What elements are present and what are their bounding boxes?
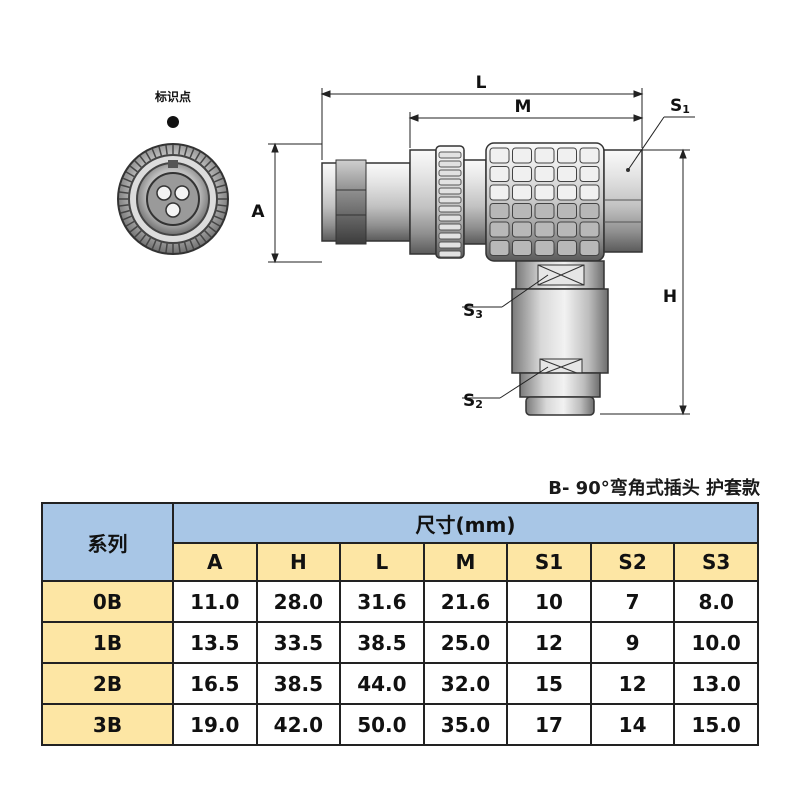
- col-header-S3: S3: [673, 542, 759, 582]
- vertical-exit: [511, 260, 609, 416]
- mark-point-dot: [167, 116, 179, 128]
- value-cell: 11.0: [172, 580, 258, 623]
- dim-label-A: A: [251, 202, 265, 222]
- table-row: 0B 11.0 28.0 31.6 21.6 10 7 8.0: [41, 580, 759, 623]
- table-row: 2B 16.5 38.5 44.0 32.0 15 12 13.0: [41, 662, 759, 705]
- value-cell: 15.0: [673, 703, 759, 746]
- value-cell: 25.0: [422, 621, 509, 664]
- series-cell: 0B: [41, 580, 174, 623]
- value-cell: 44.0: [339, 662, 425, 705]
- boot-grip-pattern: [489, 147, 600, 256]
- value-cell: 38.5: [255, 662, 342, 705]
- value-cell: 13.5: [172, 621, 258, 664]
- value-cell: 15: [506, 662, 592, 705]
- front-view: 标识点: [117, 89, 229, 255]
- side-view: [321, 142, 643, 262]
- value-cell: 12: [589, 662, 676, 705]
- value-cell: 7: [589, 580, 676, 623]
- dim-label-S3: S3: [463, 301, 483, 321]
- value-cell: 13.0: [673, 662, 759, 705]
- value-cell: 33.5: [255, 621, 342, 664]
- col-header-M: M: [422, 542, 509, 582]
- knurl-ring: [119, 145, 227, 253]
- value-cell: 10: [506, 580, 592, 623]
- value-cell: 12: [506, 621, 592, 664]
- value-cell: 19.0: [172, 703, 258, 746]
- table-row: 1B 13.5 33.5 38.5 25.0 12 9 10.0: [41, 621, 759, 664]
- product-caption: B- 90°弯角式插头 护套款: [548, 478, 760, 499]
- value-cell: 9: [589, 621, 676, 664]
- col-header-H: H: [255, 542, 342, 582]
- value-cell: 28.0: [255, 580, 342, 623]
- series-cell: 3B: [41, 703, 174, 746]
- value-cell: 32.0: [422, 662, 509, 705]
- series-cell: 1B: [41, 621, 174, 664]
- value-cell: 21.6: [422, 580, 509, 623]
- dim-label-H: H: [663, 287, 677, 307]
- dim-label-M: M: [515, 97, 532, 117]
- col-header-S1: S1: [506, 542, 592, 582]
- dimension-lines: [268, 88, 695, 416]
- connector-drawing: 标识点: [117, 73, 695, 416]
- value-cell: 14: [589, 703, 676, 746]
- col-header-L: L: [339, 542, 425, 582]
- value-cell: 35.0: [422, 703, 509, 746]
- value-cell: 31.6: [339, 580, 425, 623]
- dim-label-L: L: [476, 73, 487, 93]
- value-cell: 10.0: [673, 621, 759, 664]
- dim-label-S1: S1: [670, 96, 690, 116]
- value-cell: 50.0: [339, 703, 425, 746]
- dim-label-S2: S2: [463, 391, 483, 411]
- table-row: 3B 19.0 42.0 50.0 35.0 17 14 15.0: [41, 703, 759, 746]
- value-cell: 8.0: [673, 580, 759, 623]
- value-cell: 16.5: [172, 662, 258, 705]
- value-cell: 42.0: [255, 703, 342, 746]
- nut-knurl: [438, 151, 462, 258]
- series-header: 系列: [41, 502, 174, 582]
- value-cell: 38.5: [339, 621, 425, 664]
- col-header-S2: S2: [589, 542, 676, 582]
- mark-point-label: 标识点: [154, 89, 191, 104]
- value-cell: 17: [506, 703, 592, 746]
- dimension-table: 系列 尺寸(mm) A H L M S1 S2 S3 0B 11.0 28.0 …: [41, 502, 759, 746]
- size-header: 尺寸(mm): [172, 502, 759, 544]
- col-header-A: A: [172, 542, 258, 582]
- series-cell: 2B: [41, 662, 174, 705]
